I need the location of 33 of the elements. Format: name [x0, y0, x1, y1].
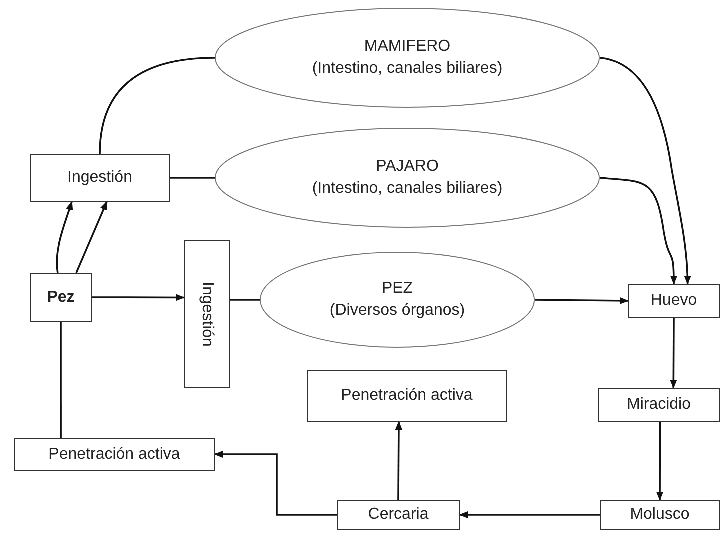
host-organs: (Diversos órganos)	[330, 301, 466, 321]
stage-box: Ingestión	[30, 154, 170, 202]
stage-box: Molusco	[600, 500, 720, 530]
host-organs: (Intestino, canales biliares)	[312, 59, 503, 79]
host-name: PEZ	[382, 279, 414, 300]
stage-box: Cercaria	[337, 500, 460, 530]
connector-line	[99, 57, 216, 154]
arrow	[395, 421, 403, 500]
arrow	[535, 297, 629, 305]
arrow	[670, 318, 678, 389]
stage-box: Miracidio	[598, 388, 720, 422]
arrow	[459, 511, 600, 519]
host-ellipse	[215, 8, 600, 108]
stage-box: Ingestión	[184, 240, 230, 388]
stage-box: Huevo	[628, 284, 720, 318]
arrow	[214, 450, 337, 516]
arrow	[600, 57, 692, 285]
arrow	[56, 201, 73, 274]
host-ellipse	[260, 252, 535, 348]
connector-line	[170, 177, 215, 179]
arrow	[600, 177, 678, 285]
arrow	[92, 294, 185, 302]
host-name: PAJARO	[376, 157, 439, 178]
arrow	[656, 422, 664, 501]
stage-box: Penetración activa	[307, 370, 507, 422]
connector-line	[230, 299, 260, 301]
host-ellipse	[215, 128, 600, 228]
stage-box: Pez	[30, 273, 92, 322]
host-name: MAMIFERO	[364, 37, 451, 58]
connector-line	[60, 322, 62, 438]
stage-box: Penetración activa	[14, 438, 215, 471]
host-organs: (Intestino, canales biliares)	[312, 179, 503, 199]
arrow	[76, 201, 108, 274]
